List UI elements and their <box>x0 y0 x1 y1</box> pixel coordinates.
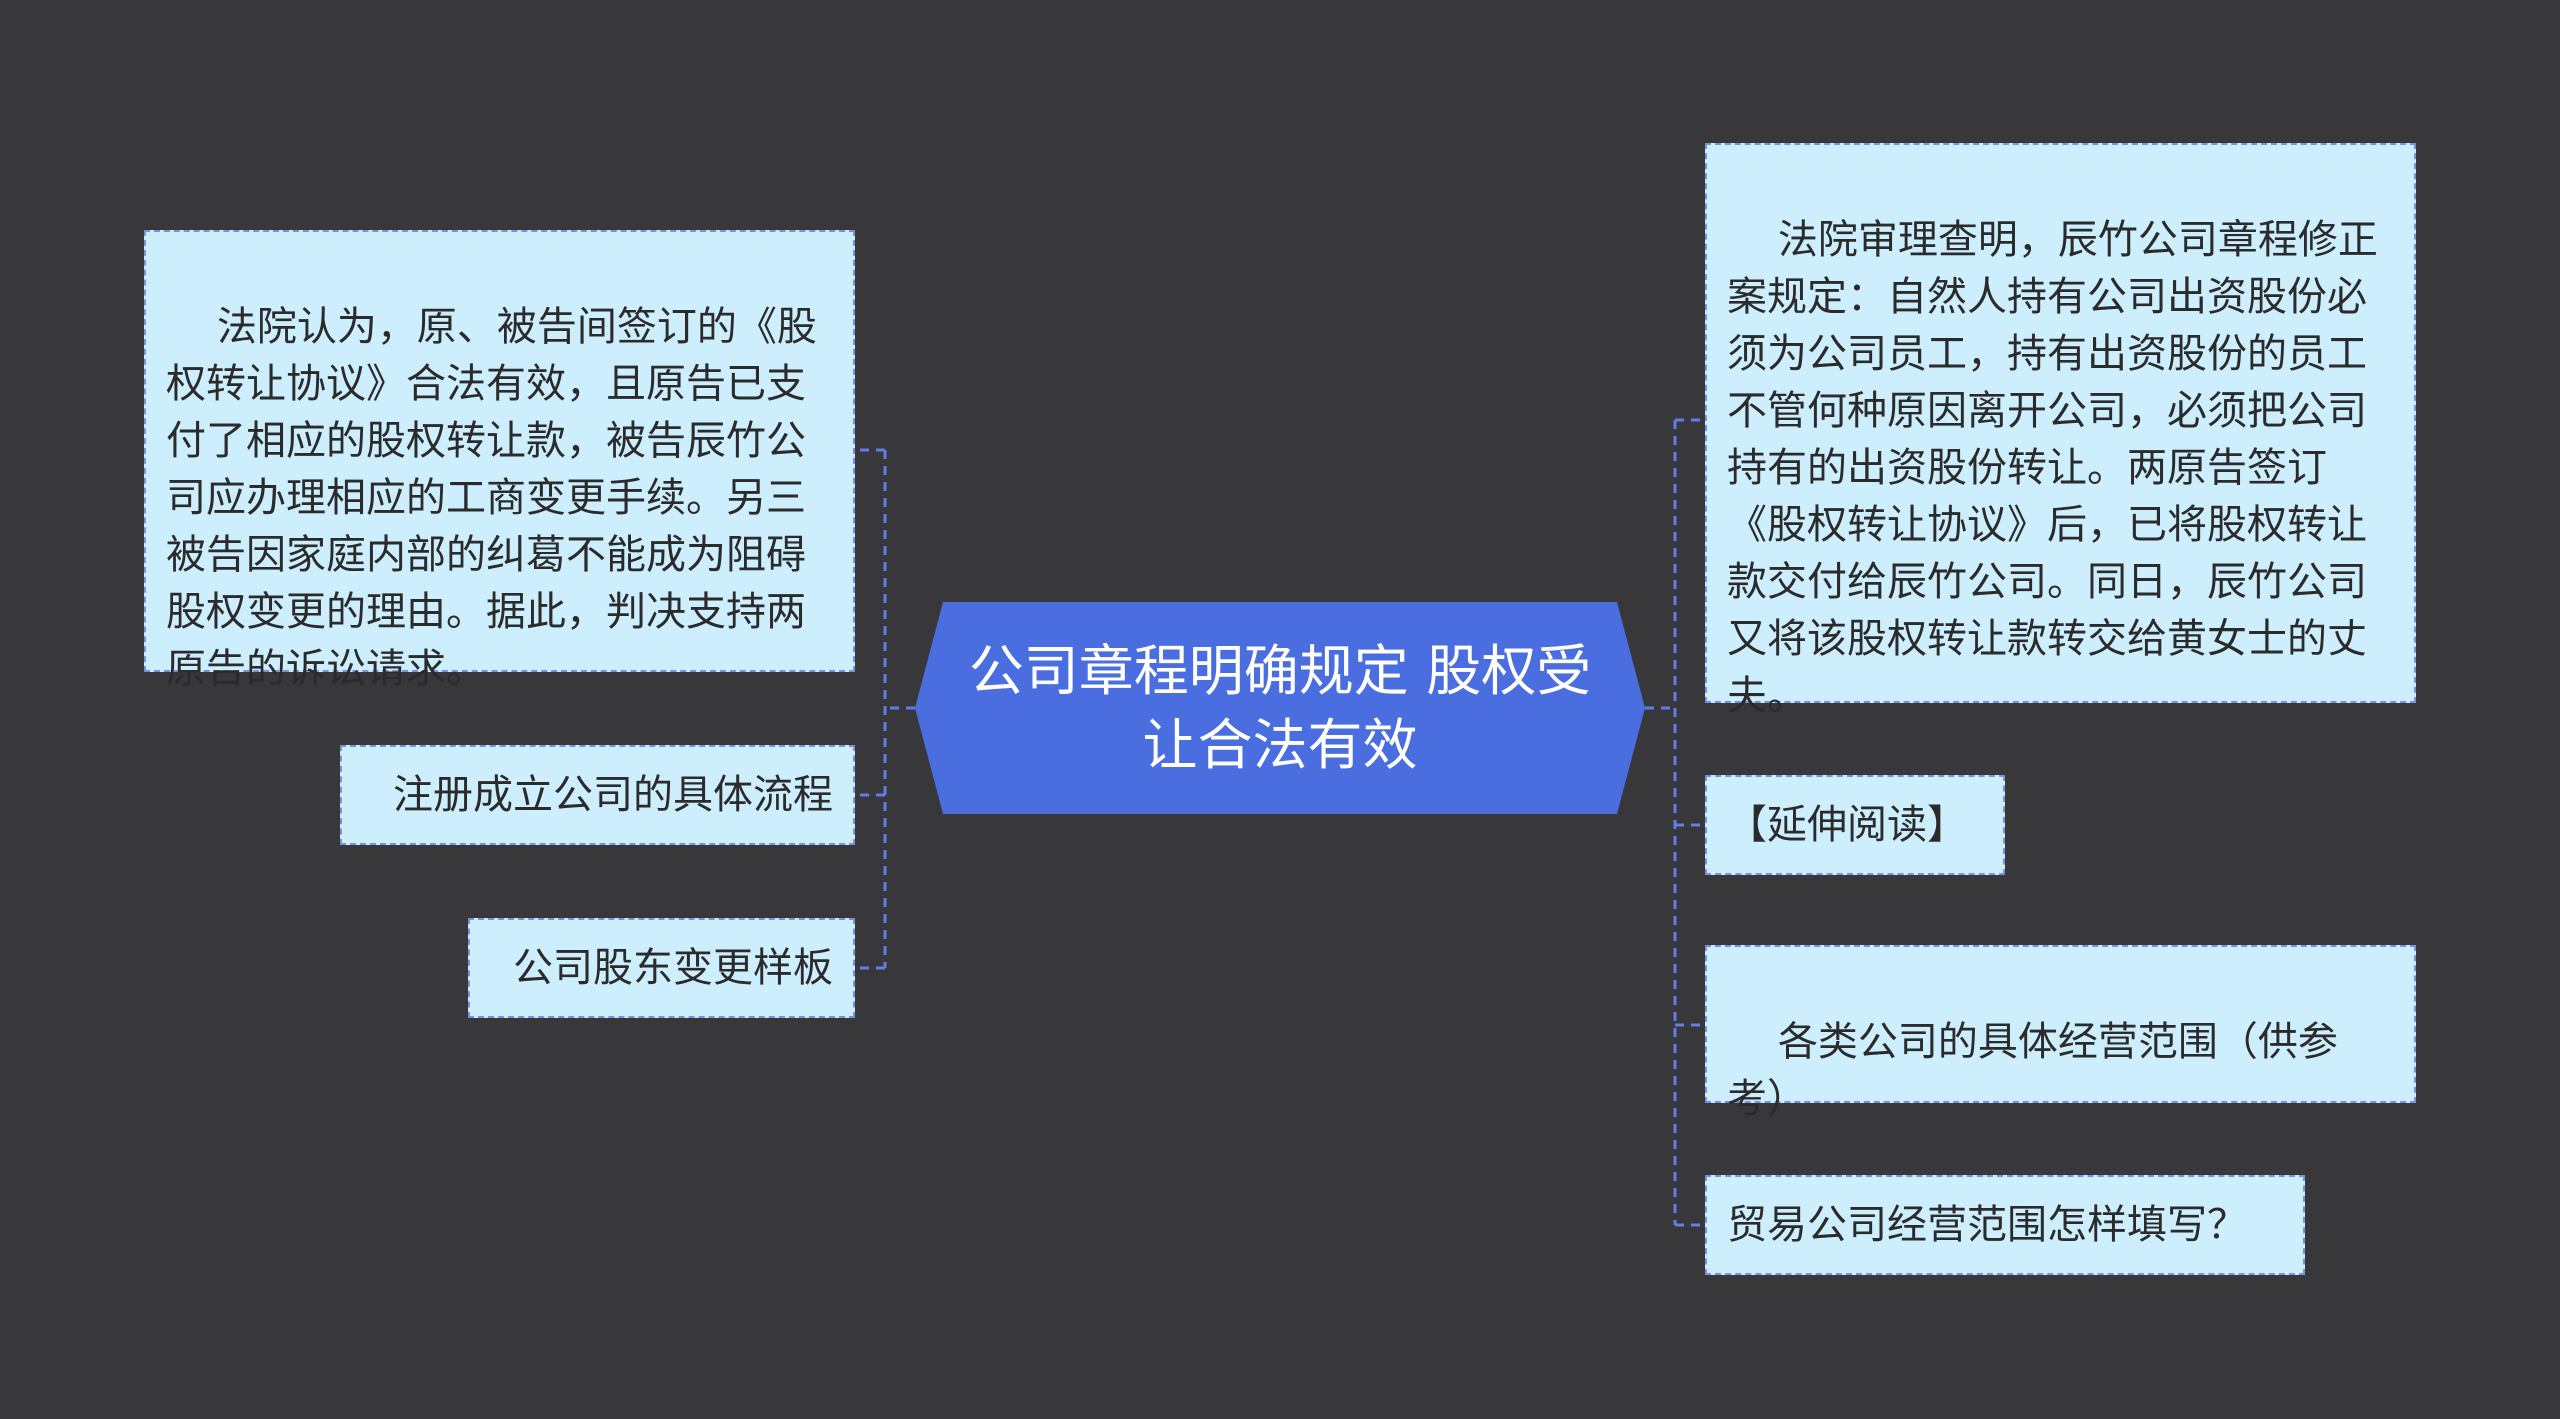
right-node-extended-reading-text: 【延伸阅读】 <box>1727 801 1967 848</box>
left-node-shareholder-change-template[interactable]: 公司股东变更样板 <box>468 918 855 1018</box>
left-node-registration-process[interactable]: 注册成立公司的具体流程 <box>340 745 855 845</box>
central-topic[interactable]: 公司章程明确规定 股权受让合法有效 <box>915 602 1645 814</box>
right-node-business-scope[interactable]: 各类公司的具体经营范围（供参考） <box>1705 945 2416 1122</box>
left-node-registration-process-text: 注册成立公司的具体流程 <box>393 771 833 818</box>
right-node-extended-reading[interactable]: 【延伸阅读】 <box>1705 775 2005 875</box>
right-node-court-findings-text: 法院审理查明，辰竹公司章程修正案规定：自然人持有公司出资股份必须为公司员工，持有… <box>1727 217 2378 719</box>
central-topic-shape <box>915 602 1645 814</box>
left-node-shareholder-change-template-text: 公司股东变更样板 <box>513 944 833 991</box>
left-node-court-ruling[interactable]: 法院认为，原、被告间签订的《股权转让协议》合法有效，且原告已支付了相应的股权转让… <box>144 230 855 692</box>
right-node-trade-company-scope-text: 贸易公司经营范围怎样填写？ <box>1727 1201 2247 1248</box>
left-node-court-ruling-text: 法院认为，原、被告间签订的《股权转让协议》合法有效，且原告已支付了相应的股权转让… <box>166 304 817 692</box>
central-topic-title: 公司章程明确规定 股权受让合法有效 <box>968 639 1592 777</box>
right-node-court-findings[interactable]: 法院审理查明，辰竹公司章程修正案规定：自然人持有公司出资股份必须为公司员工，持有… <box>1705 143 2416 719</box>
right-node-trade-company-scope[interactable]: 贸易公司经营范围怎样填写？ <box>1705 1175 2305 1275</box>
right-node-business-scope-text: 各类公司的具体经营范围（供参考） <box>1727 1019 2338 1122</box>
